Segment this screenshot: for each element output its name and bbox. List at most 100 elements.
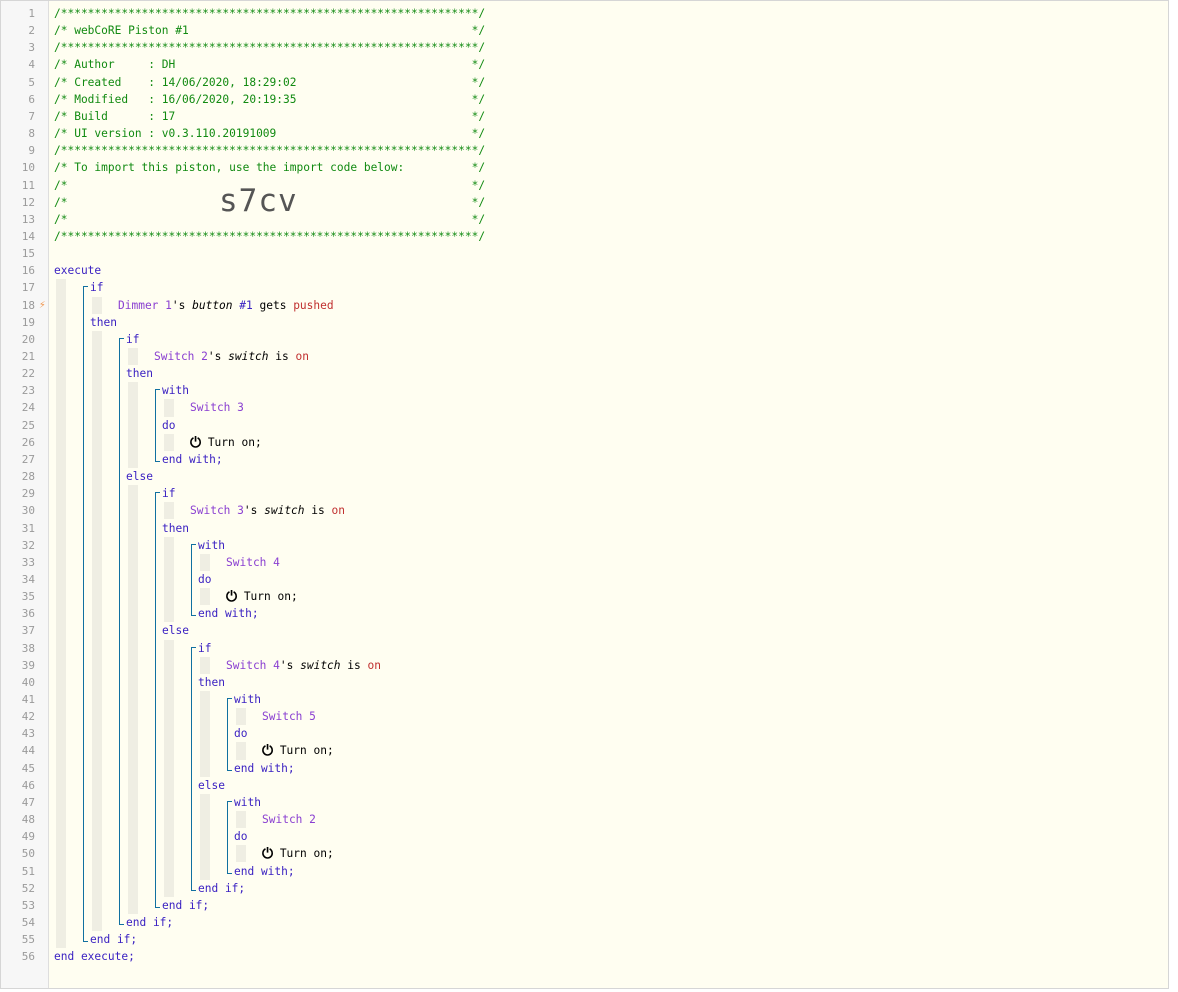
line-number: 17 — [21, 281, 35, 295]
statement[interactable]: /* */ — [54, 194, 485, 211]
statement[interactable]: else — [126, 468, 153, 485]
statement[interactable]: Switch 4's switch is on — [226, 657, 381, 674]
token-kw: do — [234, 727, 248, 741]
statement[interactable]: Switch 3 — [190, 399, 244, 416]
code-line: 1/**************************************… — [1, 5, 1168, 22]
token-plain: 's — [279, 658, 301, 672]
statement[interactable]: /* */ — [54, 177, 485, 194]
statement[interactable]: Switch 2's switch is on — [154, 348, 309, 365]
statement[interactable]: do — [162, 417, 175, 434]
statement[interactable]: end if; — [90, 931, 137, 948]
statement[interactable]: with — [162, 382, 189, 399]
line-number: 11 — [21, 178, 35, 192]
statement[interactable]: /* Build : 17 */ — [54, 108, 485, 125]
token-kw: with — [234, 693, 261, 706]
code-line: 5/* Created : 14/06/2020, 18:29:02 */ — [1, 74, 1168, 91]
statement[interactable]: Switch 4 — [226, 554, 280, 571]
statement[interactable]: then — [126, 365, 153, 382]
statement[interactable]: /* */ — [54, 211, 485, 228]
token-val: pushed — [293, 298, 334, 312]
statement[interactable]: if — [162, 485, 175, 502]
code-line: 11 /* */ — [1, 177, 1168, 194]
statement[interactable]: /* Author : DH */ — [54, 56, 485, 73]
statement[interactable]: end if; — [198, 880, 245, 897]
statement[interactable]: /***************************************… — [54, 39, 485, 56]
token-cmt: /***************************************… — [54, 7, 486, 20]
statement[interactable]: end with; — [198, 605, 259, 622]
statement[interactable]: end with; — [234, 863, 295, 880]
statement[interactable]: with — [198, 537, 225, 554]
statement[interactable]: /***************************************… — [54, 5, 485, 22]
line-number: 18 — [21, 298, 35, 312]
token-kw: else — [162, 624, 189, 638]
statement[interactable]: if — [126, 331, 139, 348]
token-kw: if — [126, 332, 140, 346]
statement[interactable]: do — [198, 571, 211, 588]
line-number: 33 — [21, 555, 35, 569]
statement[interactable]: /***************************************… — [54, 142, 485, 159]
statement[interactable]: else — [162, 622, 189, 639]
statement[interactable]: then — [198, 674, 225, 691]
line-number: 51 — [21, 864, 35, 878]
token-kw: then — [90, 315, 117, 329]
statement[interactable]: /***************************************… — [54, 228, 485, 245]
line-number: 9 — [28, 144, 35, 158]
line-number: 21 — [21, 350, 35, 363]
token-cmt: /* Created : 14/06/2020, 18:29:02 */ — [54, 75, 486, 89]
statement[interactable]: end with; — [162, 451, 223, 468]
statement[interactable]: then — [162, 520, 189, 537]
code-line: 9 /**************************************… — [1, 142, 1168, 159]
statement[interactable]: /* Created : 14/06/2020, 18:29:02 */ — [54, 74, 485, 91]
statement[interactable]: /* Modified : 16/06/2020, 20:19:35 */ — [54, 91, 485, 108]
statement[interactable]: end if; — [162, 897, 209, 914]
statement[interactable]: ⏻ Turn on; — [262, 845, 334, 862]
statement[interactable]: with — [234, 794, 261, 811]
token-dev: Switch 4 — [226, 658, 280, 672]
line-number: 39 — [21, 658, 35, 672]
line-number: 55 — [21, 933, 35, 947]
statement[interactable]: ⏻ Turn on; — [190, 434, 262, 451]
statement[interactable]: ⏻ Turn on; — [226, 588, 298, 605]
statement[interactable]: do — [234, 725, 247, 742]
token-val: on — [367, 658, 381, 672]
token-attr: switch — [300, 658, 341, 672]
statement[interactable]: do — [234, 828, 247, 845]
token-dev: Switch 3 — [190, 401, 244, 415]
code-line: 51 end with; — [1, 863, 1168, 880]
statement[interactable]: Switch 5 — [262, 708, 316, 725]
code-line: 15 — [1, 245, 1168, 262]
token-kw: if — [162, 487, 176, 501]
statement[interactable]: end execute; — [54, 948, 135, 965]
statement[interactable]: Switch 2 — [262, 811, 316, 828]
statement[interactable]: then — [90, 314, 117, 331]
statement[interactable]: Dimmer 1's button #1 gets pushed — [118, 297, 334, 314]
statement[interactable]: ⏻ Turn on; — [262, 742, 334, 759]
code-line: 33 Switch 4 — [1, 554, 1168, 571]
code-line: 55 end if; — [1, 931, 1168, 948]
line-number: 3 — [28, 41, 35, 55]
statement[interactable]: if — [90, 279, 103, 296]
power-icon: ⏻ — [262, 846, 274, 863]
statement[interactable]: end with; — [234, 760, 295, 777]
statement[interactable]: execute — [54, 262, 101, 279]
statement[interactable]: with — [234, 691, 261, 708]
statement[interactable]: else — [198, 777, 225, 794]
statement[interactable]: if — [198, 640, 211, 657]
statement[interactable]: end if; — [126, 914, 173, 931]
statement[interactable]: /* webCoRE Piston #1 */ — [54, 22, 485, 39]
token-kw: then — [162, 521, 189, 535]
statement[interactable]: Switch 3's switch is on — [190, 502, 345, 519]
code-line: 44⏻ Turn on; — [1, 742, 1168, 759]
statement[interactable]: /* UI version : v0.3.110.20191009 */ — [54, 125, 485, 142]
statement[interactable]: /* To import this piston, use the import… — [54, 159, 485, 176]
